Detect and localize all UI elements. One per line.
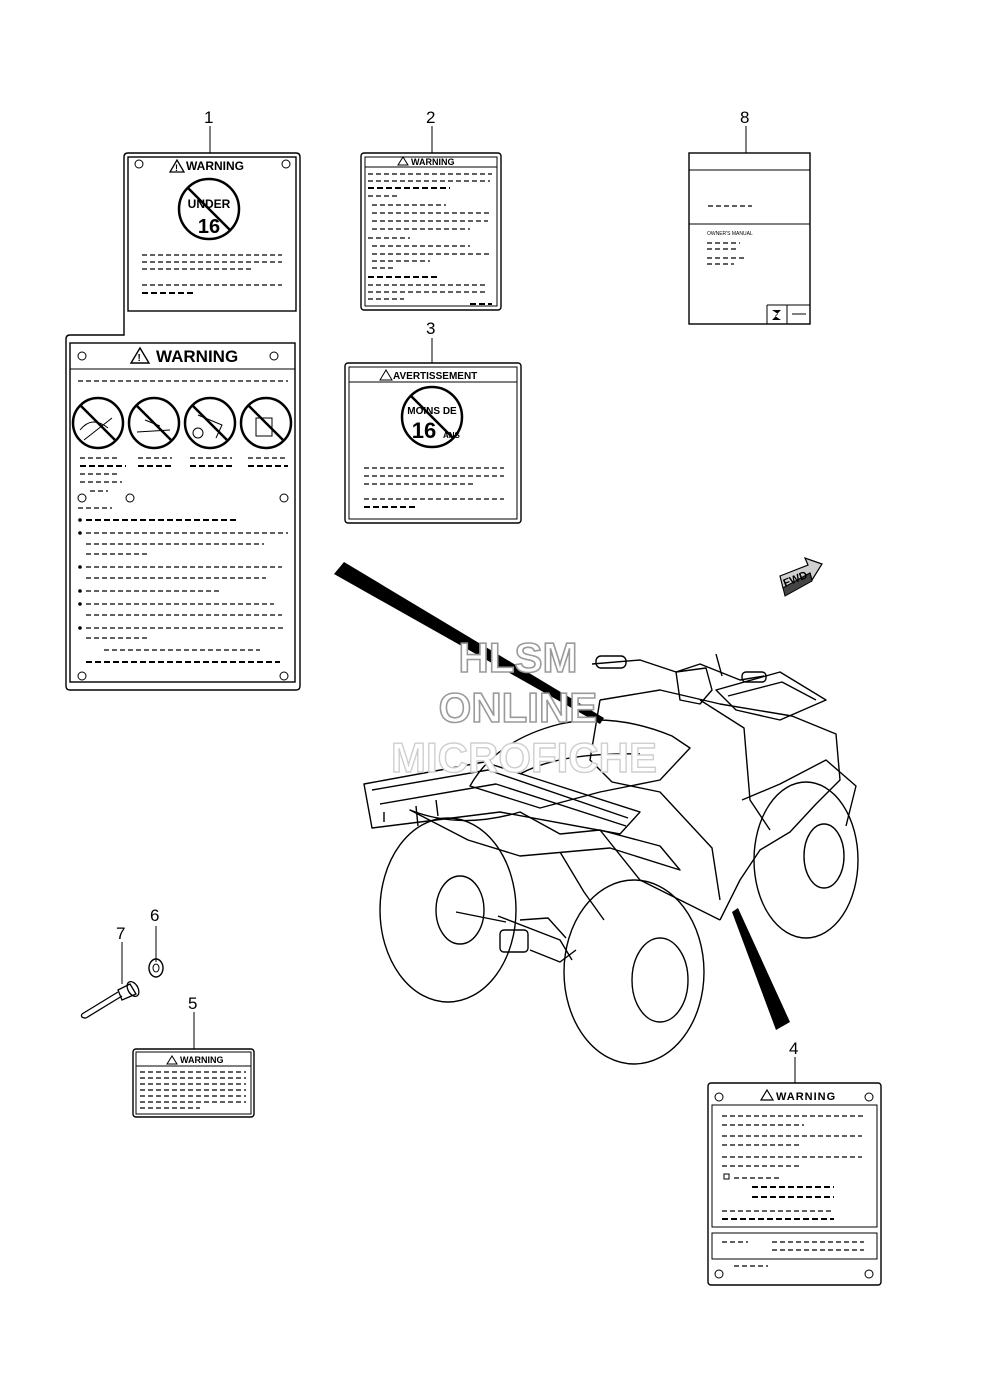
atv-illustration [363,653,859,1065]
watermark-line-2: ONLINE [439,684,598,731]
label-4-warning[interactable]: 4 WARNING [707,1039,882,1286]
label-2-warning[interactable]: 2 WARNING [360,108,502,311]
label-2-warning-title: WARNING [411,157,455,167]
label-1-age-text: 16 [198,216,220,238]
label-1-under-text: UNDER [188,197,231,211]
pointer-arrows [334,562,790,1030]
label-5-warning[interactable]: 5 WARNING [132,994,255,1118]
part-6-washer[interactable]: 6 [148,906,164,978]
fwd-arrow-icon: FWD [779,556,823,597]
label-1-under-16-warning[interactable]: 1 ! WARNING UNDER 16 ! WARNING [65,108,301,691]
watermark: HLSM ONLINE MICROFICHE [390,633,657,782]
label-3-age-text: 16 [412,418,436,443]
callout-7: 7 [116,924,125,943]
label-1-warning-title: WARNING [186,159,244,173]
label-3-moins-de-text: MOINS DE [407,406,457,417]
watermark-line-1: HLSM [459,634,578,681]
part-7-rivet[interactable]: 7 [80,924,142,1019]
label-1-warning-title-2: WARNING [156,347,238,366]
svg-text:!: ! [138,353,141,364]
callout-1: 1 [204,108,213,127]
callout-4: 4 [789,1039,798,1058]
callout-3: 3 [426,319,435,338]
label-4-warning-title: WARNING [776,1091,836,1103]
callout-8: 8 [740,108,749,127]
label-3-avertissement-title: AVERTISSEMENT [393,371,477,382]
callout-2: 2 [426,108,435,127]
callout-6: 6 [150,906,159,925]
label-1-pictogram-row [71,396,293,450]
label-3-ans-text: ANS [443,431,461,440]
label-5-warning-title: WARNING [180,1055,224,1065]
watermark-line-3: MICROFICHE [391,734,657,781]
callout-5: 5 [188,994,197,1013]
manual-title-text: OWNER'S MANUAL [707,231,753,237]
owners-manual-8[interactable]: 8 OWNER'S MANUAL [688,108,811,325]
svg-text:!: ! [175,163,178,173]
label-3-avertissement[interactable]: 3 AVERTISSEMENT MOINS DE 16 ANS [344,319,522,524]
